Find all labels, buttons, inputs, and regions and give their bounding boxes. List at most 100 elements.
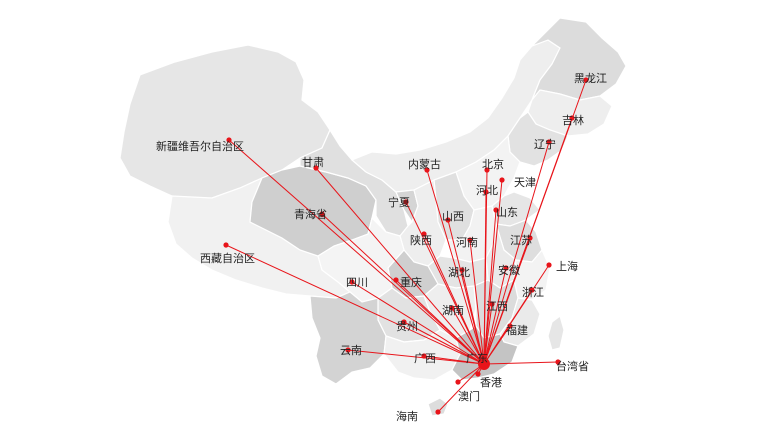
- label-hubei: 湖北: [448, 266, 470, 279]
- label-hebei: 河北: [476, 184, 498, 197]
- city-dot-hunan[interactable]: [449, 305, 455, 311]
- city-dot-xizang[interactable]: [223, 242, 229, 248]
- label-neimenggu: 内蒙古: [408, 157, 441, 171]
- label-yunnan: 云南: [340, 344, 362, 357]
- label-jilin: 吉林: [562, 113, 584, 127]
- label-liaoning: 辽宁: [534, 137, 556, 151]
- city-dot-xinjiang[interactable]: [226, 137, 232, 143]
- city-dot-qinghai[interactable]: [319, 211, 325, 217]
- city-dot-zhejiang[interactable]: [529, 287, 535, 293]
- label-xizang: 西藏自治区: [200, 251, 255, 265]
- city-dot-jilin[interactable]: [569, 115, 575, 121]
- route-hubei: [461, 269, 485, 365]
- route-chongqing: [395, 279, 485, 365]
- city-dot-jiangsu[interactable]: [527, 235, 533, 241]
- route-xinjiang: [228, 139, 485, 365]
- route-sichuan: [351, 281, 485, 365]
- hub-marker[interactable]: [478, 358, 490, 370]
- label-shaanxi: 陕西: [410, 233, 432, 247]
- label-tianjin: 天津: [514, 176, 536, 189]
- city-dot-fujian[interactable]: [507, 323, 513, 329]
- province-shapes: [119, 17, 627, 417]
- route-shandong: [483, 209, 497, 365]
- label-heilongjiang: 黑龙江: [574, 72, 607, 85]
- label-sichuan: 四川: [346, 276, 368, 289]
- route-qinghai: [321, 213, 485, 365]
- label-beijing: 北京: [482, 157, 504, 171]
- city-dot-aomen[interactable]: [455, 379, 461, 385]
- route-jiangxi: [483, 303, 493, 365]
- route-hunan: [451, 307, 485, 365]
- region-taiwan[interactable]: [547, 314, 565, 351]
- label-shandong: 山东: [496, 206, 518, 219]
- city-dot-liaoning[interactable]: [546, 139, 552, 145]
- route-henan: [469, 239, 485, 365]
- label-aomen: 澳门: [458, 389, 480, 403]
- city-dot-guangxi[interactable]: [421, 353, 427, 359]
- route-tianjin: [483, 179, 503, 365]
- label-shanghai: 上海: [556, 259, 578, 273]
- label-fujian: 福建: [506, 323, 528, 337]
- label-gansu: 甘肃: [302, 156, 324, 169]
- region-yunnan[interactable]: [309, 291, 387, 385]
- route-jiangsu: [483, 237, 531, 365]
- route-lines: [225, 79, 587, 413]
- city-dot-shanghai[interactable]: [546, 262, 552, 268]
- city-dot-shanxi[interactable]: [445, 217, 451, 223]
- label-qinghai: 青海省: [294, 207, 327, 221]
- label-zhejiang: 浙江: [522, 286, 544, 299]
- city-dot-anhui[interactable]: [503, 265, 509, 271]
- region-hainan[interactable]: [427, 397, 449, 417]
- route-xizang: [225, 244, 485, 365]
- province-labels: 黑龙江 吉林 辽宁 新疆维吾尔自治区 甘肃 内蒙古 北京 天津 河北 宁夏 青海…: [156, 72, 607, 423]
- city-dot-taiwan[interactable]: [555, 359, 561, 365]
- label-xinjiang: 新疆维吾尔自治区: [156, 139, 244, 153]
- route-guangxi: [423, 355, 485, 365]
- route-guizhou: [403, 321, 485, 365]
- city-dot-hebei[interactable]: [483, 189, 489, 195]
- label-hunan: 湖南: [442, 304, 464, 317]
- label-jiangsu: 江苏: [510, 234, 532, 247]
- route-yunnan: [347, 349, 485, 365]
- city-dot-beijing[interactable]: [484, 167, 490, 173]
- label-anhui: 安徽: [498, 263, 520, 277]
- city-dot-sichuan[interactable]: [349, 279, 355, 285]
- city-dot-chongqing[interactable]: [393, 277, 399, 283]
- route-anhui: [483, 267, 507, 365]
- city-dot-shaanxi[interactable]: [421, 231, 427, 237]
- city-dot-guizhou[interactable]: [401, 319, 407, 325]
- route-shaanxi: [423, 233, 485, 365]
- city-dot-xianggang[interactable]: [475, 371, 481, 377]
- city-dot-tianjin[interactable]: [499, 177, 505, 183]
- city-dot-heilongjiang[interactable]: [583, 77, 589, 83]
- city-dot-ningxia[interactable]: [403, 199, 409, 205]
- label-shanxi: 山西: [442, 210, 464, 223]
- label-henan: 河南: [456, 236, 478, 249]
- city-dot-jiangxi[interactable]: [489, 301, 495, 307]
- label-hainan: 海南: [396, 409, 418, 423]
- route-liaoning: [483, 141, 550, 365]
- route-gansu: [315, 167, 485, 365]
- city-dot-neimenggu[interactable]: [424, 167, 430, 173]
- city-dot-henan[interactable]: [467, 237, 473, 243]
- label-chongqing: 重庆: [400, 275, 422, 289]
- route-neimenggu: [426, 169, 485, 365]
- route-hebei: [483, 191, 487, 365]
- city-dot-shandong[interactable]: [493, 207, 499, 213]
- label-jiangxi: 江西: [486, 300, 508, 313]
- city-dots: [223, 77, 589, 415]
- label-taiwan: 台湾省: [556, 359, 589, 373]
- city-dot-gansu[interactable]: [313, 165, 319, 171]
- route-fujian: [483, 325, 511, 365]
- city-dot-hubei[interactable]: [459, 267, 465, 273]
- city-dot-yunnan[interactable]: [345, 347, 351, 353]
- city-dot-hainan[interactable]: [435, 409, 441, 415]
- label-ningxia: 宁夏: [388, 195, 410, 209]
- region-sichuan[interactable]: [317, 216, 405, 303]
- label-xianggang: 香港: [480, 376, 502, 389]
- label-guangdong: 广东: [466, 352, 488, 365]
- route-hainan: [437, 363, 485, 413]
- region-xinjiang[interactable]: [119, 44, 331, 201]
- label-guizhou: 贵州: [396, 320, 418, 333]
